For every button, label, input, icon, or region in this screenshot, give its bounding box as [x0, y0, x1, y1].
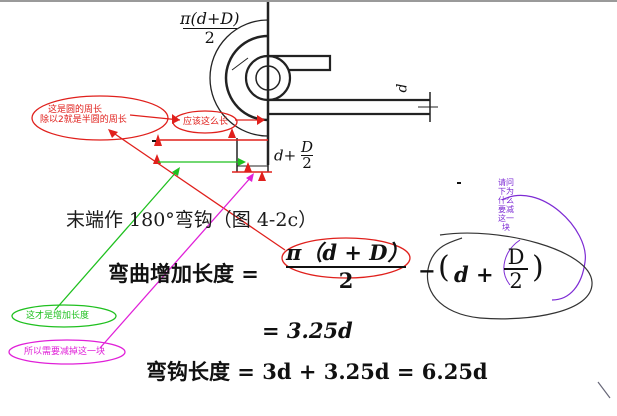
red-marker — [228, 128, 236, 138]
corner-mark — [597, 381, 611, 399]
formula1-paren-close: ) — [532, 250, 544, 285]
formula3: 弯钩长度 = 3d + 3.25d = 6.25d — [146, 359, 488, 384]
note-line: 这是圆的周长 — [48, 105, 103, 115]
added-length-note: 这才是增加长度 — [26, 311, 90, 321]
should-be-ellipse — [172, 110, 238, 134]
red-arrow — [129, 114, 181, 121]
straight-bar — [268, 98, 430, 116]
subtract-term-outline — [426, 232, 593, 320]
magenta-arrowhead — [246, 173, 254, 182]
offset-numerator: D — [300, 138, 313, 156]
formula1-lhs: 弯曲增加长度 = — [108, 261, 259, 286]
arc-length-label: π(d+D) 2 — [180, 10, 239, 47]
red-arrowhead — [257, 115, 265, 125]
offset-denominator: 2 — [300, 154, 313, 172]
should-be-length-note: 应该这么长 — [183, 117, 229, 127]
question-line: 下为 — [498, 187, 514, 196]
inner-fraction-bar — [504, 268, 528, 270]
question-line: 请问 — [498, 178, 514, 187]
question-scribble — [501, 194, 586, 301]
fraction-bar — [286, 266, 406, 268]
inner-numerator: D — [507, 245, 525, 269]
inner-denominator: 2 — [509, 269, 523, 293]
note-line: 除以2就是半圆的周长 — [40, 115, 127, 125]
question-line: 这一 — [498, 214, 514, 223]
red-arrowhead — [108, 129, 118, 138]
red-pointer-line — [111, 131, 286, 251]
arc-leader — [231, 57, 249, 71]
hook-outer-arc — [224, 34, 269, 122]
hook-top-leg — [268, 54, 332, 72]
green-arrowhead — [172, 167, 180, 176]
offset-prefix: d+ — [274, 146, 297, 165]
red-arrowhead — [172, 114, 180, 124]
formula1-inner-fraction: D 2 — [504, 246, 528, 292]
arc-label-fraction-bar — [182, 28, 237, 29]
question-note: 请问 下为 什么 要减 这一 块 — [498, 178, 514, 232]
formula-fraction-ellipse — [281, 237, 411, 279]
red-marker — [258, 171, 266, 181]
arc-label-denominator: 2 — [204, 28, 215, 47]
fraction-numerator: π（d + D） — [286, 240, 409, 265]
formula1-fraction: π（d + D） 2 — [286, 240, 409, 294]
formula1-paren-open: ( — [438, 250, 450, 285]
section-heading: 末端作 180°弯钩（图 4-2c） — [66, 209, 318, 231]
diameter-label: d — [394, 83, 411, 93]
red-marker — [154, 134, 162, 146]
dimension-arc — [209, 19, 269, 137]
subtract-piece-ellipse — [8, 339, 126, 365]
question-line: 要减 — [498, 205, 514, 214]
question-line: 块 — [502, 223, 510, 232]
circle-perimeter-ellipse — [31, 95, 169, 141]
formula1-term: d + — [454, 262, 494, 287]
subtract-piece-note: 所以需要减掉这一块 — [24, 347, 106, 357]
arc-label-numerator: π(d+D) — [180, 9, 240, 28]
offset-label: d+ D 2 — [274, 140, 313, 171]
magenta-pointer-line — [99, 175, 253, 349]
red-marker — [244, 162, 252, 172]
formula1-minus: − — [418, 258, 436, 283]
added-length-ellipse — [11, 304, 117, 328]
circle-perimeter-note: 这是圆的周长 除以2就是半圆的周长 — [40, 105, 127, 125]
question-line: 什么 — [498, 196, 514, 205]
bar-section-circle — [255, 65, 281, 91]
green-arrowhead — [238, 158, 246, 166]
formula2: = 3.25d — [262, 318, 353, 343]
fraction-denominator: 2 — [338, 268, 354, 293]
green-pointer-line — [54, 169, 179, 311]
offset-fraction: D 2 — [300, 138, 313, 172]
question-scribble — [503, 239, 521, 286]
